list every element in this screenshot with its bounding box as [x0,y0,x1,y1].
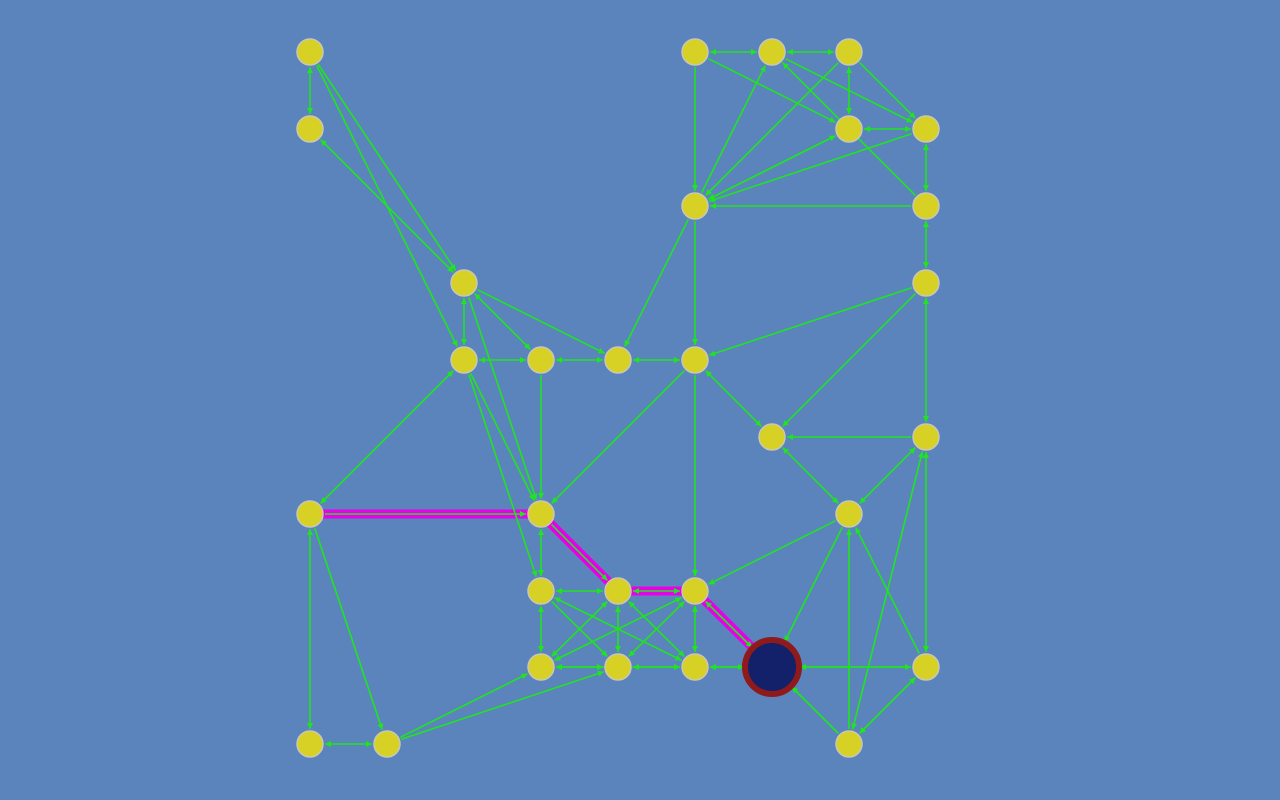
node-circle [296,500,324,528]
node-circle [912,269,940,297]
graph-node[interactable] [604,346,632,374]
graph-node[interactable] [527,653,555,681]
graph-node[interactable] [681,653,709,681]
node-circle [835,115,863,143]
graph-node[interactable] [835,730,863,758]
graph-edge [708,57,836,124]
node-circle [527,500,555,528]
node-circle [835,730,863,758]
graph-node[interactable] [835,500,863,528]
node-circle [527,346,555,374]
graph-edge [708,132,913,203]
graph-edge [467,373,538,578]
graph-node[interactable] [296,115,324,143]
node-circle [681,38,709,66]
graph-node[interactable] [681,577,709,605]
graph-node[interactable] [912,653,940,681]
node-circle [450,346,478,374]
node-circle [296,730,324,758]
graph-edge [469,373,536,501]
graph-node[interactable] [835,115,863,143]
graph-edge [320,139,454,273]
graph-edge [855,527,920,654]
graph-edge [400,670,605,741]
graph-edge [474,293,531,350]
graph-node[interactable] [527,577,555,605]
node-circle [681,346,709,374]
graph-node[interactable] [912,115,940,143]
graph-edge [859,62,916,119]
graph-edge [467,296,538,501]
node-circle [604,653,632,681]
graph-node[interactable] [604,653,632,681]
graph-node[interactable] [373,730,401,758]
node-circle [912,192,940,220]
node-circle [681,577,709,605]
graph-edge [705,62,839,196]
graph-edge [317,64,457,271]
node-circle [296,115,324,143]
graph-node[interactable] [604,577,632,605]
graph-node[interactable] [450,269,478,297]
graph-node[interactable] [912,269,940,297]
node-layer [296,38,940,758]
node-circle [450,269,478,297]
graph-node[interactable] [296,730,324,758]
graph-edge [551,370,685,504]
node-circle [912,653,940,681]
graph-edge [708,134,836,201]
graph-node[interactable] [835,38,863,66]
graph-edge [400,672,528,739]
graph-edge [782,447,839,504]
node-circle [296,38,324,66]
graph-node[interactable] [912,423,940,451]
graph-edge [700,65,767,193]
graph-node[interactable] [681,346,709,374]
graph-edge [551,524,608,581]
node-circle [604,577,632,605]
node-circle [758,423,786,451]
node-circle [912,423,940,451]
graph-edge [628,600,685,658]
graph-node[interactable] [681,192,709,220]
node-circle [835,500,863,528]
graph-edge [782,293,916,427]
graph-edge [708,286,913,357]
graph-edge [859,677,916,734]
node-circle [681,192,709,220]
node-circle [912,115,940,143]
graph-node[interactable] [758,38,786,66]
edge-layer [307,49,929,747]
graph-edge [705,370,762,427]
node-circle [758,38,786,66]
graph-edge [708,519,836,586]
graph-node[interactable] [450,346,478,374]
node-circle [835,38,863,66]
node-circle [527,577,555,605]
graph-node[interactable] [912,192,940,220]
graph-node[interactable] [758,423,786,451]
graph-edge [477,288,605,355]
graph-node[interactable] [527,500,555,528]
selected-node[interactable] [742,637,802,697]
graph-node[interactable] [681,38,709,66]
graph-edge [783,527,843,643]
graph-node[interactable] [527,346,555,374]
node-circle [604,346,632,374]
graph-node[interactable] [296,500,324,528]
graph-edge [623,219,690,347]
graph-node[interactable] [296,38,324,66]
graph-edge [320,370,454,504]
graph-edge [859,447,916,504]
node-circle [527,653,555,681]
node-circle [373,730,401,758]
graph-edge [314,527,384,731]
selected-node-ring [742,637,802,697]
node-circle [681,653,709,681]
